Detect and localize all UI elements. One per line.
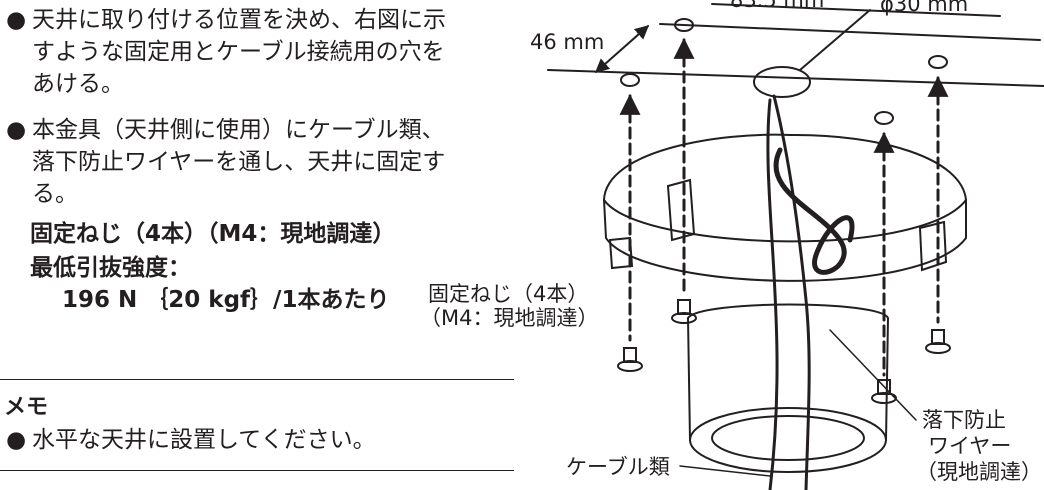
- label-screws-2: （M4：現地調達）: [420, 306, 599, 330]
- cable: [766, 98, 779, 490]
- dim-label-hole: φ30 mm: [880, 0, 969, 16]
- cable-hole: [753, 66, 811, 98]
- bullet-icon: ●: [6, 7, 27, 33]
- label-cables: ケーブル類: [566, 455, 670, 479]
- safety-wire: [773, 147, 855, 275]
- cable: [772, 94, 811, 490]
- bracket-top: [603, 133, 967, 201]
- bullet-icon: ●: [6, 117, 27, 143]
- ceiling-line: [659, 23, 1041, 41]
- step-1-text: 天井に取り付ける位置を決め、右図に示 すような固定用とケーブル接続用の穴を あけ…: [32, 7, 446, 97]
- screw: [671, 299, 697, 324]
- bracket-neck: [687, 317, 889, 441]
- leader-wire: [829, 329, 917, 421]
- screw: [925, 329, 951, 354]
- dim-line-83: [711, 3, 1001, 17]
- dim-line-46: [594, 25, 650, 73]
- step-2-text: 本金具（天井側に使用）にケーブル類、 落下防止ワイヤーを通し、天井に固定す る。: [32, 117, 446, 207]
- label-wire-3: （現地調達）: [916, 460, 1042, 484]
- bracket-ring-outer: [689, 407, 887, 473]
- bracket-ring-inner: [711, 415, 865, 461]
- label-screws-1: 固定ねじ（4本）: [428, 282, 589, 306]
- label-wire-2: ワイヤー: [928, 434, 1012, 458]
- bullet-icon: ●: [6, 427, 27, 453]
- strength-value: 196 N ｛20 kgf｝/1本あたり: [62, 287, 390, 313]
- memo-note-text: 水平な天井に設置してください。: [32, 427, 376, 453]
- memo-bottom-rule: [0, 470, 514, 471]
- memo-top-rule: [0, 379, 514, 380]
- screw-hole: [874, 111, 894, 125]
- dim-leader-hole: [799, 9, 871, 71]
- bracket-flange-edge: [603, 199, 967, 243]
- dim-label-spacing: 83.5 mm: [730, 0, 825, 12]
- leader-cables: [679, 465, 771, 477]
- bracket-neck-top: [687, 303, 889, 319]
- strength-label: 最低引抜強度：: [30, 255, 191, 281]
- screw-hole: [674, 18, 694, 32]
- screw: [617, 347, 643, 372]
- screw-hole: [620, 73, 640, 87]
- screw-spec: 固定ねじ（4本）（M4：現地調達）: [30, 221, 396, 247]
- memo-heading: メモ: [4, 395, 49, 420]
- dim-label-width: 46 mm: [530, 30, 605, 54]
- screw-hole: [928, 55, 948, 69]
- label-wire-1: 落下防止: [922, 408, 1006, 432]
- screw: [871, 379, 897, 404]
